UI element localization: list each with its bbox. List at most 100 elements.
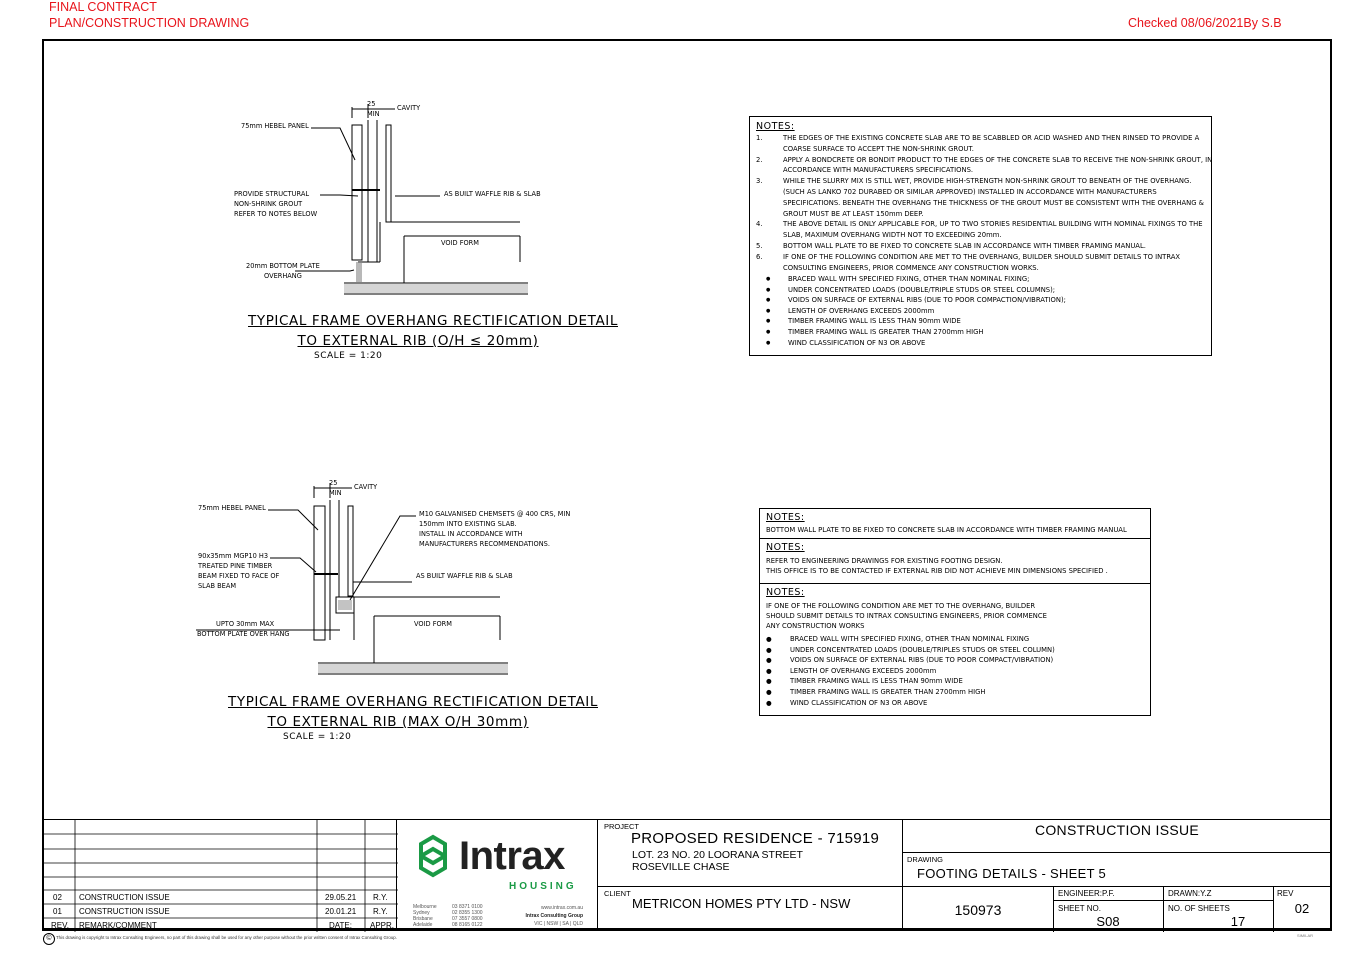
d2-scale: SCALE = 1:20 <box>283 732 352 742</box>
notes-2-sec3-line-3: ANY CONSTRUCTION WORKS <box>766 622 865 630</box>
notes-2-sec3-line-1: IF ONE OF THE FOLLOWING CONDITION ARE ME… <box>766 602 1036 610</box>
notes-2-bullet-text: BRACED WALL WITH SPECIFIED FIXING, OTHER… <box>790 635 1030 643</box>
bullet-icon: ● <box>766 698 772 707</box>
bullet-icon: ● <box>766 297 771 304</box>
rev-number: 02 <box>1294 901 1310 916</box>
rev-row-2-date: 20.01.21 <box>325 907 357 916</box>
d2-title-line-2: TO EXTERNAL RIB (MAX O/H 30mm) <box>267 714 529 730</box>
d1-title-line-1: TYPICAL FRAME OVERHANG RECTIFICATION DET… <box>248 313 618 329</box>
d2-waffle-label: AS BUILT WAFFLE RIB & SLAB <box>416 572 513 580</box>
d2-panel-label: 75mm HEBEL PANEL <box>198 504 266 512</box>
phone-1: 03 8371 0100 <box>452 904 483 910</box>
notes-1-line-number: 5. <box>756 241 763 250</box>
notes-2-sec1-line: BOTTOM WALL PLATE TO BE FIXED TO CONCRET… <box>766 526 1127 534</box>
footer-small-right: SIMILAR <box>1297 933 1314 938</box>
engineer-label: ENGINEER:P.F. <box>1058 889 1115 898</box>
d1-grout-label-2: NON-SHRINK GROUT <box>234 200 303 208</box>
intrax-housing-label: HOUSING <box>509 881 577 892</box>
drawing-frame <box>42 39 1332 930</box>
num-sheets-label: NO. OF SHEETS <box>1168 904 1230 913</box>
notes-1-heading: NOTES: <box>756 121 795 132</box>
status-line-2: PLAN/CONSTRUCTION DRAWING <box>49 16 250 30</box>
rev-header-remark: REMARK/COMMENT <box>79 921 157 930</box>
d1-dim-25: 25 <box>367 100 376 108</box>
client-name: METRICON HOMES PTY LTD - NSW <box>632 896 851 911</box>
notes-1-line-number: 3. <box>756 177 763 186</box>
drawn-label: DRAWN:Y.Z <box>1168 889 1212 898</box>
d1-plate-label-1: 20mm BOTTOM PLATE <box>246 262 320 270</box>
d1-title-line-2: TO EXTERNAL RIB (O/H ≤ 20mm) <box>297 333 539 349</box>
notes-2-divider-1 <box>760 538 1150 539</box>
notes-1-line-text: ACCORDANCE WITH MANUFACTURERS SPECIFICAT… <box>783 166 974 175</box>
project-address-2: ROSEVILLE CHASE <box>632 861 730 873</box>
d2-beam-label-2: TREATED PINE TIMBER <box>198 562 273 570</box>
project-cell: PROJECT PROPOSED RESIDENCE - 715919 LOT.… <box>597 819 903 931</box>
copyright-text: This drawing is copyright to Intrax Cons… <box>56 935 397 940</box>
notes-1-line-text: WHILE THE SLURRY MIX IS STILL WET, PROVI… <box>783 177 1192 186</box>
office-4: Adelaide <box>413 922 433 928</box>
office-3: Brisbane <box>413 916 433 922</box>
sheet-divider-3 <box>1053 900 1273 901</box>
job-number: 150973 <box>954 902 1002 918</box>
notes-2-sec2-line-2: THIS OFFICE IS TO BE CONTACTED IF EXTERN… <box>766 567 1108 575</box>
num-sheets: 17 <box>1230 914 1246 929</box>
company-states: VIC | NSW | SA | QLD <box>534 921 583 927</box>
company-web: www.intrax.com.au <box>541 905 583 911</box>
d1-plate-label-2: OVERHANG <box>264 272 302 280</box>
rev-header-appr: APPR. <box>370 921 395 930</box>
sheet-no-label: SHEET NO. <box>1058 904 1101 913</box>
bullet-icon: ● <box>766 318 771 325</box>
intrax-wordmark: Intrax <box>459 834 565 878</box>
notes-2-bullet-text: TIMBER FRAMING WALL IS GREATER THAN 2700… <box>790 687 986 696</box>
d2-beam-label-1: 90x35mm MGP10 H3 <box>198 552 269 560</box>
rev-row-1-appr: R.Y. <box>373 893 388 902</box>
d2-dim-25: 25 <box>329 479 338 487</box>
notes-1-line-text: CONSULTING ENGINEERS, PRIOR COMMENCE ANY… <box>783 263 1039 272</box>
project-address-1: LOT. 23 NO. 20 LOORANA STREET <box>632 849 803 861</box>
project-title: PROPOSED RESIDENCE - 715919 <box>631 830 880 847</box>
rev-header-rev: REV. <box>51 921 69 930</box>
notes-1-line-text: SPECIFICATIONS. BENEATH THE OVERHANG THE… <box>783 198 1204 207</box>
d1-scale: SCALE = 1:20 <box>314 351 383 361</box>
rev-label: REV <box>1277 889 1294 898</box>
office-2: Sydney <box>413 910 430 916</box>
notes-1-line-text: (SUCH AS LANKO 702 DURABED OR SIMILAR AP… <box>783 187 1157 196</box>
notes-1-line-text: SLAB, MAXIMUM OVERHANG WIDTH NOT TO EXCE… <box>783 231 1002 240</box>
notes-1-bullet-text: TIMBER FRAMING WALL IS GREATER THAN 2700… <box>788 327 984 336</box>
notes-2-sec2-heading: NOTES: <box>766 542 805 553</box>
notes-2-bullet-text: WIND CLASSIFICATION OF N3 OR ABOVE <box>790 698 928 707</box>
d1-grout-label-3: REFER TO NOTES BELOW <box>234 210 318 218</box>
bullet-icon: ● <box>766 328 771 335</box>
bullet-icon: ● <box>766 339 771 346</box>
notes-2-sec3-heading: NOTES: <box>766 587 805 598</box>
rev-header-date: DATE: <box>329 921 352 930</box>
notes-1-line-number: 1. <box>756 134 763 142</box>
notes-1-line-number: 4. <box>756 220 763 229</box>
phones-list: 03 8371 0100 02 8355 1300 07 3557 0800 0… <box>452 904 483 928</box>
project-divider <box>598 886 902 887</box>
sheet-no: S08 <box>1096 914 1120 929</box>
office-1: Melbourne <box>413 904 437 910</box>
d2-beam-label-3: BEAM FIXED TO FACE OF <box>198 572 280 580</box>
client-label: CLIENT <box>604 889 631 898</box>
notes-2-divider-2 <box>760 583 1150 584</box>
d1-dim-min: MIN <box>367 110 380 118</box>
notes-box-1: NOTES: 1.THE EDGES OF THE EXISTING CONCR… <box>749 116 1212 356</box>
rev-row-1-remark: CONSTRUCTION ISSUE <box>79 893 170 902</box>
bullet-icon: ● <box>766 687 772 696</box>
sheet-divider-1 <box>903 852 1331 853</box>
notes-1-bullet-text: LENGTH OF OVERHANG EXCEEDS 2000mm <box>788 306 935 315</box>
offices-list: Melbourne Sydney Brisbane Adelaide <box>413 904 437 928</box>
notes-2-bullet-text: LENGTH OF OVERHANG EXCEEDS 2000mm <box>790 666 937 675</box>
notes-2-sec2-line-1: REFER TO ENGINEERING DRAWINGS FOR EXISTI… <box>766 557 1003 565</box>
rev-row-2-appr: R.Y. <box>373 907 388 916</box>
d2-dim-min: MIN <box>329 489 342 497</box>
notes-2-bullet-text: UNDER CONCENTRATED LOADS (DOUBLE/TRIPLES… <box>790 645 1055 654</box>
bullet-icon: ● <box>766 656 772 665</box>
d2-chem-label-2: 150mm INTO EXISTING SLAB. <box>419 520 517 528</box>
logo-cell: Intrax HOUSING Melbourne Sydney Brisbane… <box>396 819 598 931</box>
status-line-1: FINAL CONTRACT <box>49 0 157 14</box>
d1-grout-label-1: PROVIDE STRUCTURAL <box>234 190 310 198</box>
bullet-icon: ● <box>766 307 771 314</box>
